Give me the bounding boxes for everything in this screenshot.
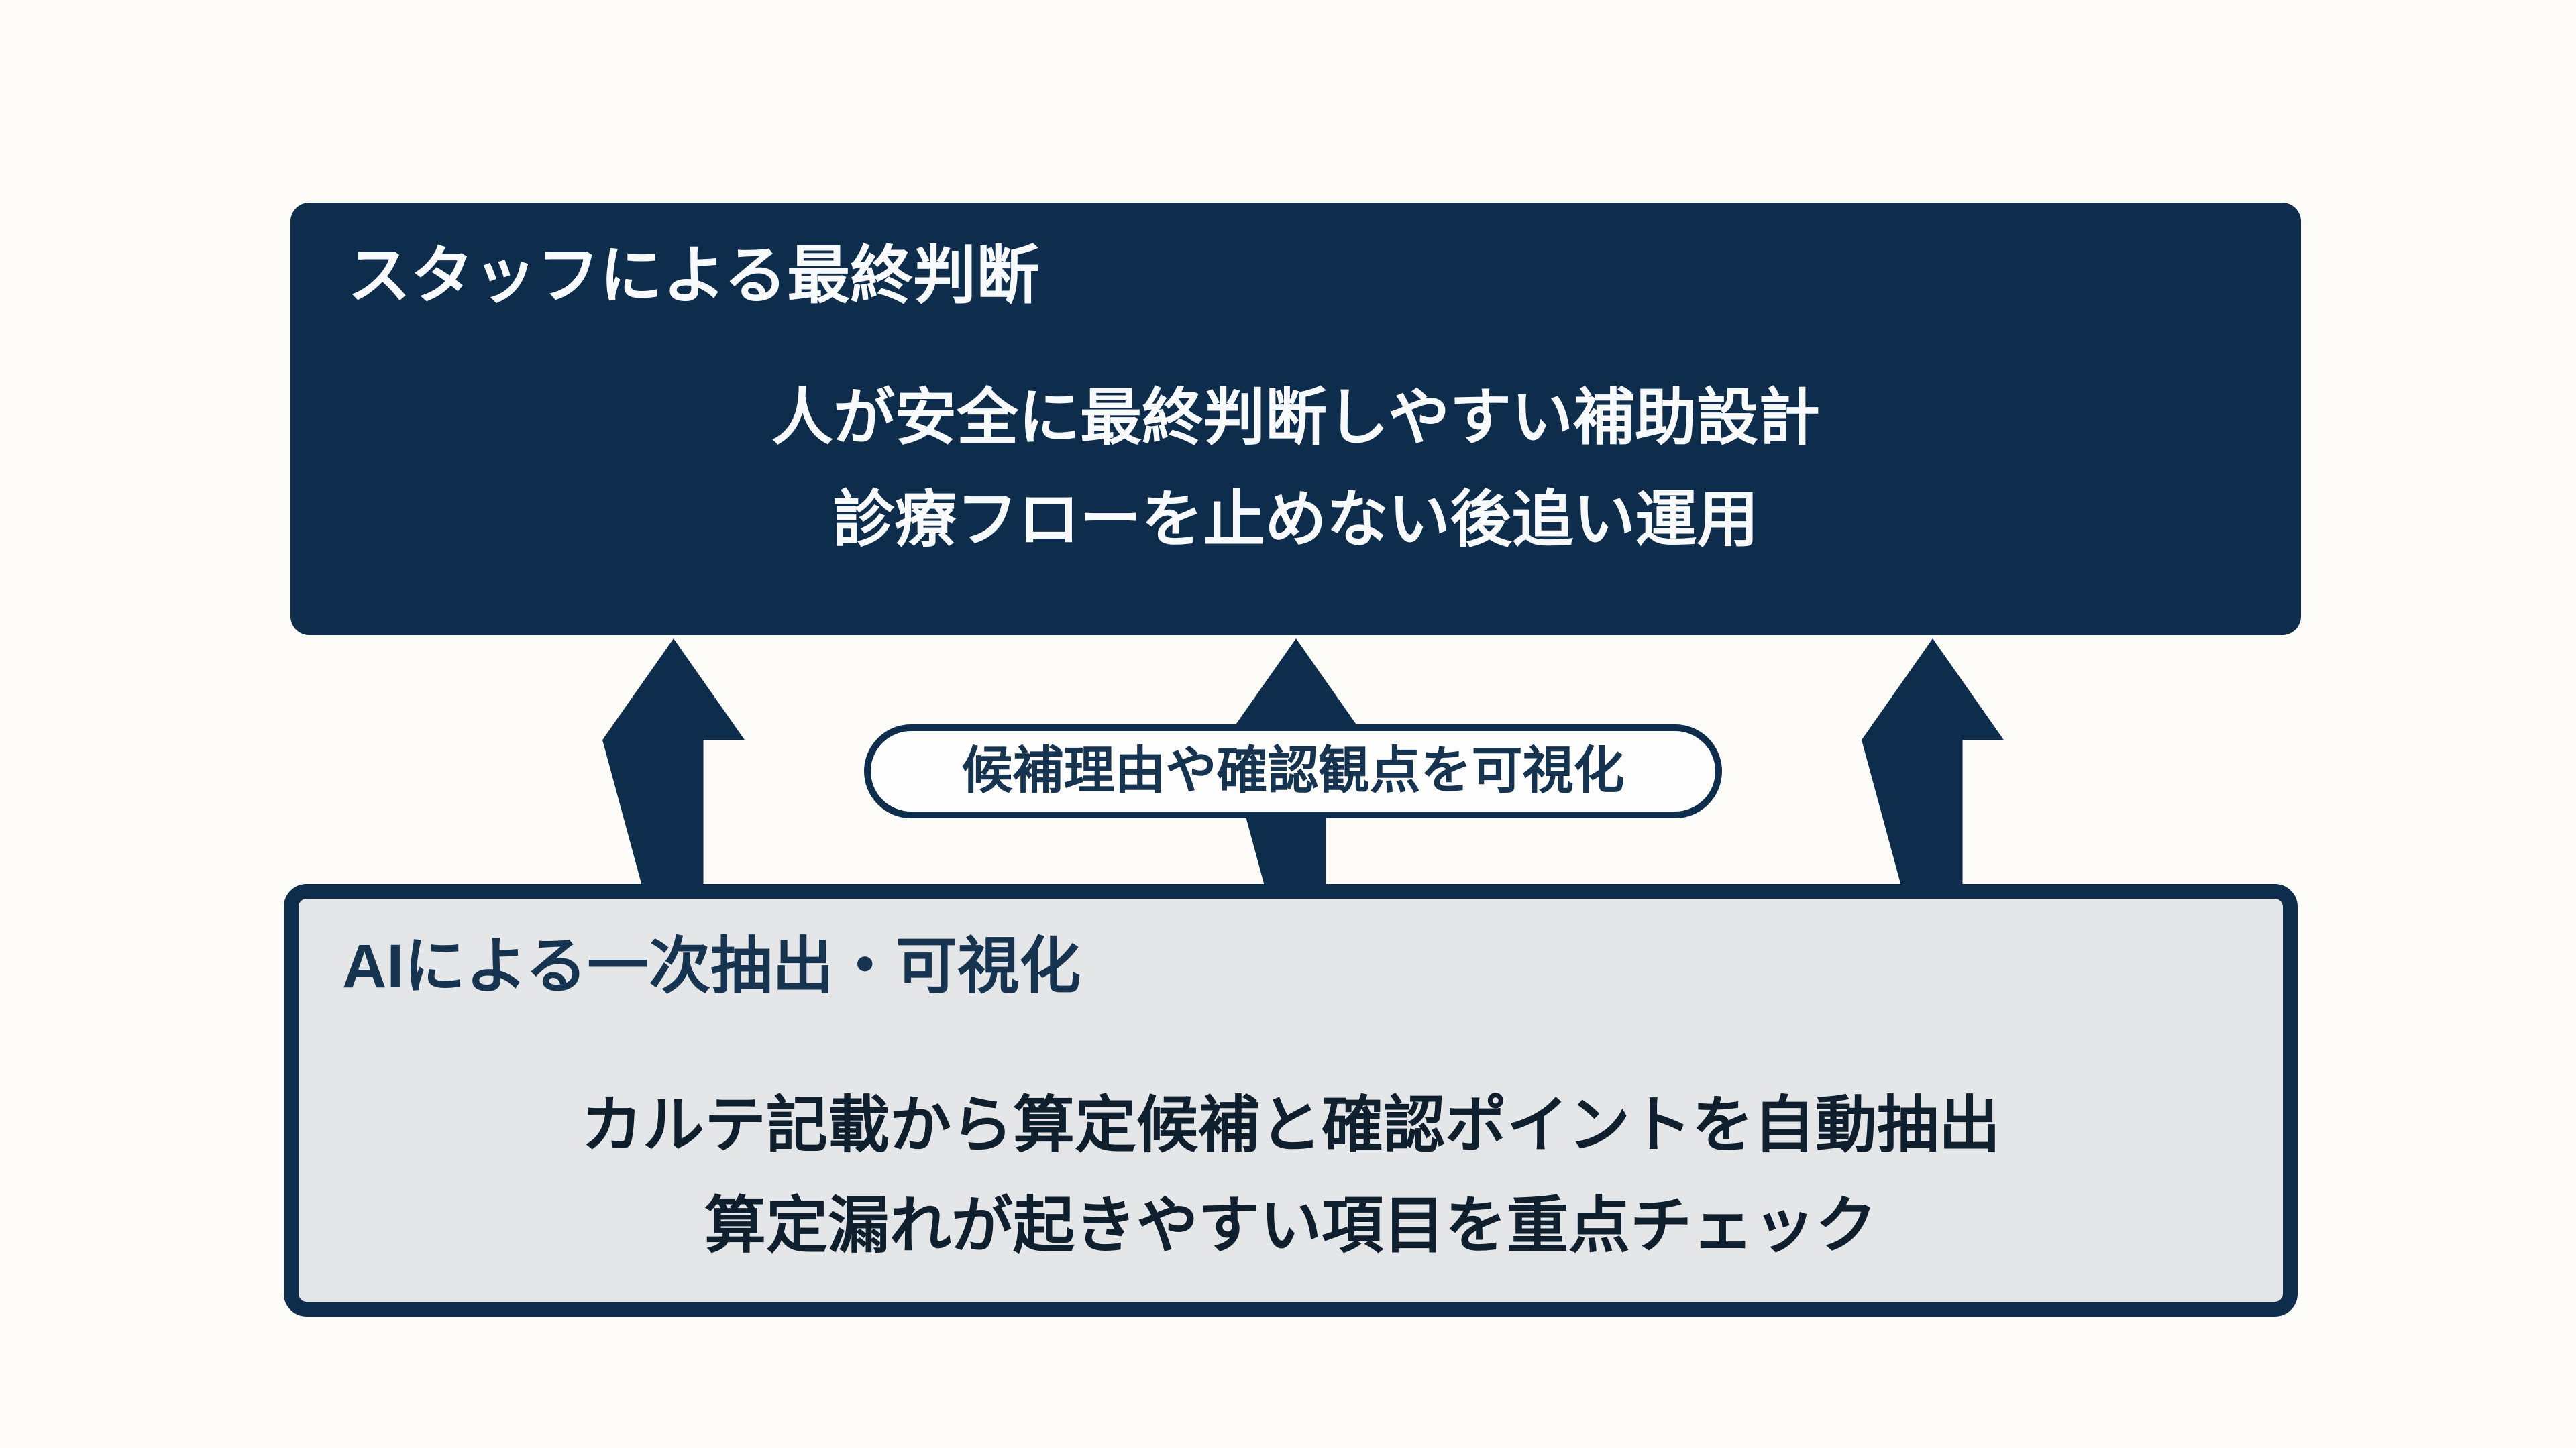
- staff-box-line-2: 診療フローを止めない後追い運用: [833, 486, 1759, 554]
- ai-extraction-title: AIによる一次抽出・可視化: [342, 932, 1081, 1001]
- ai-box-line-2: 算定漏れが起きやすい項目を重点チェック: [704, 1192, 1877, 1260]
- visualization-pill: 候補理由や確認観点を可視化: [864, 724, 1722, 818]
- staff-final-judgment-box: スタッフによる最終判断 人が安全に最終判断しやすい補助設計 診療フローを止めない…: [290, 203, 2301, 635]
- up-arrow-left-icon: [602, 638, 745, 892]
- up-arrow-right-icon: [1862, 638, 2004, 892]
- staff-final-judgment-title: スタッフによる最終判断: [347, 240, 1040, 311]
- visualization-pill-label: 候補理由や確認観点を可視化: [961, 742, 1625, 799]
- staff-box-line-1: 人が安全に最終判断しやすい補助設計: [771, 384, 1821, 452]
- ai-box-line-1: カルテ記載から算定候補と確認ポイントを自動抽出: [580, 1091, 2000, 1160]
- ai-extraction-box: AIによる一次抽出・可視化 カルテ記載から算定候補と確認ポイントを自動抽出 算定…: [284, 884, 2298, 1317]
